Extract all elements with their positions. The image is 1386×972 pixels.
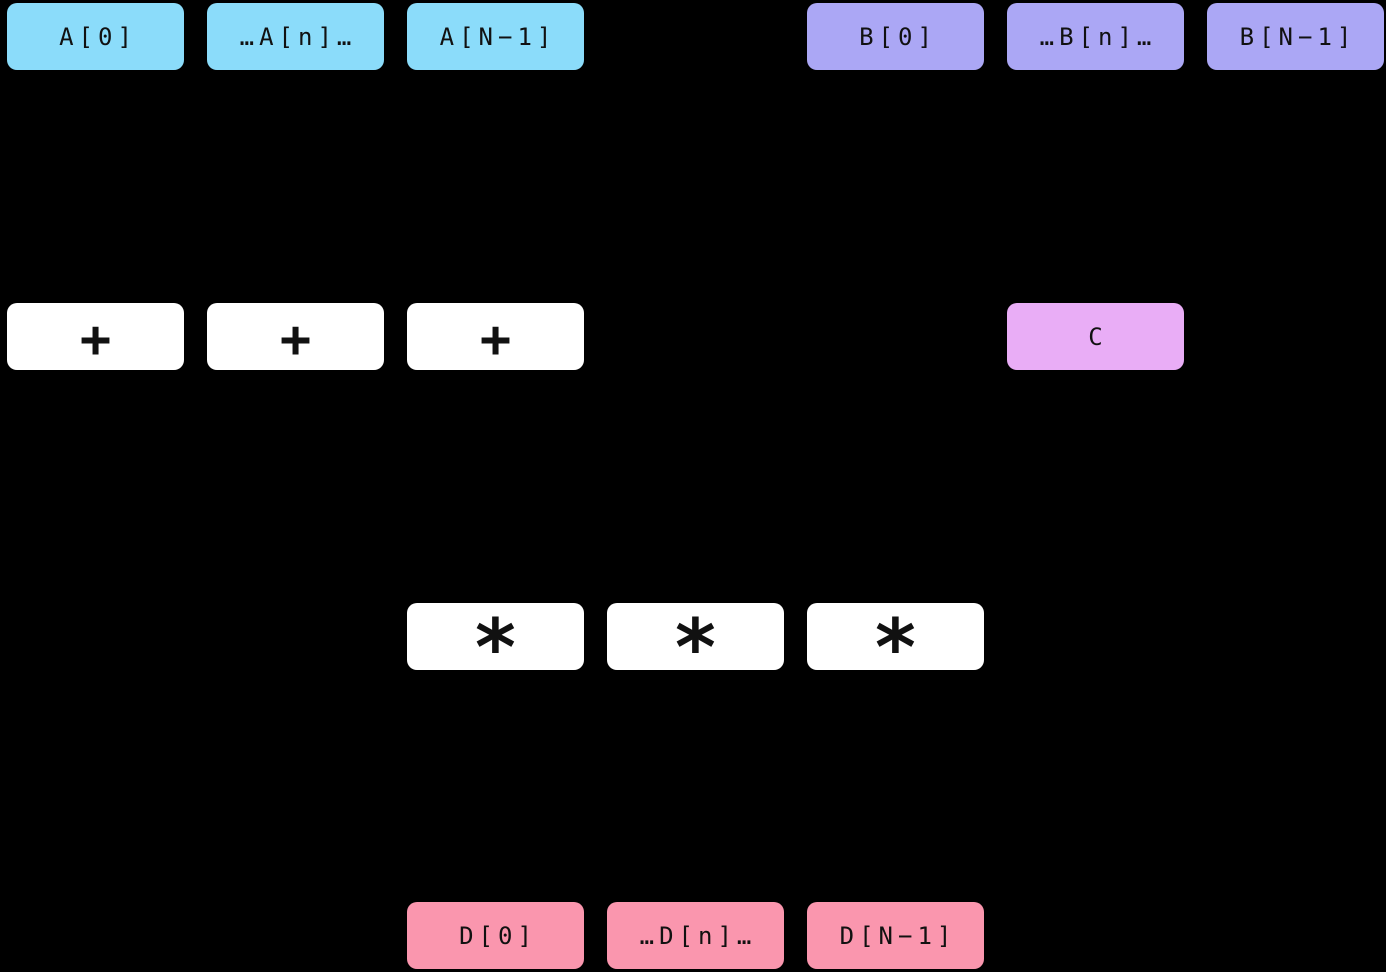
array-d-cell-last-label: D[N−1]: [839, 921, 957, 950]
array-b-cell-n-label: …B[n]…: [1039, 22, 1157, 51]
scalar-c-label: C: [1088, 322, 1108, 351]
multiply-operator-1: *: [607, 603, 784, 688]
array-a-cell-last-label: A[N−1]: [439, 22, 557, 51]
asterisk-icon: *: [672, 603, 719, 694]
array-b-cell-last: B[N−1]: [1207, 3, 1384, 70]
array-d-cell-0: D[0]: [407, 902, 584, 969]
array-d-cell-last: D[N−1]: [807, 902, 984, 969]
add-operator-0: +: [7, 303, 184, 370]
array-b-cell-n: …B[n]…: [1007, 3, 1184, 70]
array-a-cell-n-label: …A[n]…: [239, 22, 357, 51]
array-b-cell-0-label: B[0]: [859, 22, 937, 51]
array-a-cell-n: …A[n]…: [207, 3, 384, 70]
array-a-cell-last: A[N−1]: [407, 3, 584, 70]
add-operator-1: +: [207, 303, 384, 370]
plus-icon: +: [279, 309, 312, 370]
array-b-cell-0: B[0]: [807, 3, 984, 70]
scalar-c-node: C: [1007, 303, 1184, 370]
asterisk-icon: *: [472, 603, 519, 694]
plus-icon: +: [479, 309, 512, 370]
array-a-cell-0: A[0]: [7, 3, 184, 70]
add-operator-2: +: [407, 303, 584, 370]
array-d-cell-n: …D[n]…: [607, 902, 784, 969]
multiply-operator-0: *: [407, 603, 584, 688]
asterisk-icon: *: [872, 603, 919, 694]
multiply-operator-2: *: [807, 603, 984, 688]
array-d-cell-0-label: D[0]: [459, 921, 537, 950]
array-d-cell-n-label: …D[n]…: [639, 921, 757, 950]
plus-icon: +: [79, 309, 112, 370]
array-a-cell-0-label: A[0]: [59, 22, 137, 51]
array-b-cell-last-label: B[N−1]: [1239, 22, 1357, 51]
